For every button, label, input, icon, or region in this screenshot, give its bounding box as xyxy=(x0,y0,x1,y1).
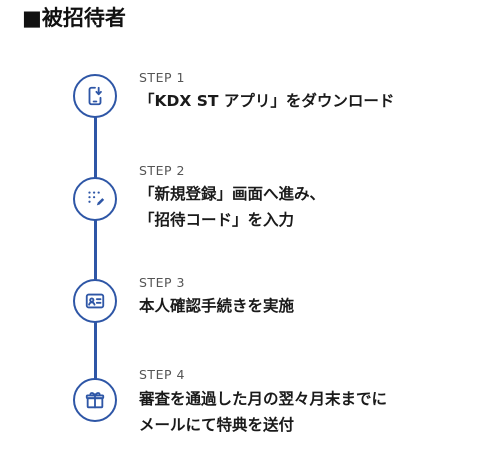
step-description: 審査を通過した月の翌々月末までに メールにて特典を送付 xyxy=(139,386,387,438)
step-label: STEP 4 xyxy=(139,367,185,382)
keypad-edit-icon xyxy=(73,177,117,221)
step-description-line: 「KDX ST アプリ」をダウンロード xyxy=(139,92,395,110)
step-description-line: メールにて特典を送付 xyxy=(139,416,295,434)
gift-icon xyxy=(73,378,117,422)
phone-download-icon xyxy=(73,74,117,118)
step-description-line: 「新規登録」画面へ進み、 xyxy=(139,185,326,203)
step-description: 「新規登録」画面へ進み、 「招待コード」を入力 xyxy=(139,181,325,233)
timeline-line xyxy=(94,96,97,400)
step-description-line: 審査を通過した月の翌々月末までに xyxy=(139,390,388,408)
step-label: STEP 1 xyxy=(139,70,185,85)
step-label: STEP 2 xyxy=(139,163,185,178)
step-description-line: 本人確認手続きを実施 xyxy=(139,297,295,315)
step-description: 「KDX ST アプリ」をダウンロード xyxy=(139,88,394,114)
step-description-line: 「招待コード」を入力 xyxy=(139,211,295,229)
step-description: 本人確認手続きを実施 xyxy=(139,293,294,319)
step-label: STEP 3 xyxy=(139,275,185,290)
id-card-icon xyxy=(73,279,117,323)
section-title: ■被招待者 xyxy=(22,6,126,30)
